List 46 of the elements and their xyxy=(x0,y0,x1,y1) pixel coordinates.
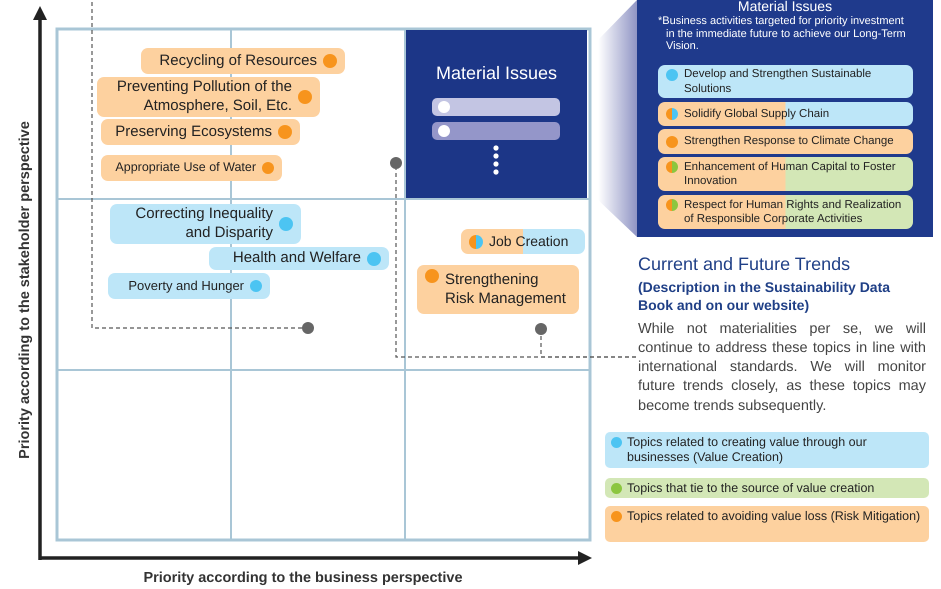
topic-label: Solidify Global Supply Chain xyxy=(684,106,830,122)
section-title: Current and Future Trends xyxy=(638,254,852,275)
legend-label: Topics that tie to the source of value creation xyxy=(627,481,874,496)
leader-line xyxy=(91,0,302,329)
topic-label: Appropriate Use of Water xyxy=(114,160,256,176)
material-issues-panel xyxy=(637,0,933,237)
topic-tag xyxy=(97,77,320,117)
topic-label: Enhancement of Human Capital to Foster Innovation xyxy=(684,160,897,188)
section-body: While not materialities per se, we will continue to address these topics in line with international standards. We will monitor future trends closely, as these topics may become trends subsequently. xyxy=(638,320,926,416)
topic-tag xyxy=(110,204,301,244)
marker-dot xyxy=(390,157,402,169)
topic-label: Recycling of Resources xyxy=(158,52,317,70)
panel-title: Material Issues xyxy=(736,0,834,14)
topic-label: Preventing Pollution of the Atmosphere, Soil, Etc. xyxy=(116,78,292,116)
axis-label: Priority according to the business perspective xyxy=(143,570,463,586)
topic-label: Respect for Human Rights and Realization of Responsible Corporate Activities xyxy=(684,198,902,226)
axis-label: Priority according to the stakeholder perspective xyxy=(17,121,33,459)
topic-tag xyxy=(658,157,913,191)
legend-label: Topics related to avoiding value loss (Risk Mitigation) xyxy=(627,509,920,524)
topic-tag xyxy=(658,102,913,126)
topic-label: Strengthening Risk Management xyxy=(445,270,567,308)
leader-line xyxy=(540,335,636,358)
highlight-panel xyxy=(406,30,587,198)
topic-label: Preserving Ecosystems xyxy=(114,122,272,142)
topic-tag xyxy=(101,119,300,145)
panel-note: *Business activities targeted for priority investment in the immediate future to achieve our Long-Term Vision. xyxy=(658,15,907,53)
topic-label: Poverty and Hunger xyxy=(127,278,244,294)
topic-label: Health and Welfare xyxy=(232,249,361,268)
marker-dot xyxy=(535,323,547,335)
topic-label: Develop and Strengthen Sustainable Solutions xyxy=(684,67,872,96)
marker-dot xyxy=(302,322,314,334)
topic-tag xyxy=(141,48,345,74)
topic-tag xyxy=(658,65,913,98)
topic-label: Job Creation xyxy=(489,232,570,250)
topic-label: Correcting Inequality and Disparity xyxy=(134,205,273,243)
topic-tag xyxy=(658,195,913,229)
panel-title: Material Issues xyxy=(436,63,558,84)
topic-tag xyxy=(461,229,585,254)
section-subtitle: (Description in the Sustainability Data Book and on our website) xyxy=(638,279,892,314)
topic-tag xyxy=(209,247,389,270)
topic-tag xyxy=(417,265,579,314)
topic-tag xyxy=(658,129,913,154)
topic-label: Strengthen Response to Climate Change xyxy=(684,134,895,149)
topic-tag xyxy=(101,155,282,181)
topic-tag xyxy=(108,273,270,299)
legend-label: Topics related to creating value through our businesses (Value Creation) xyxy=(627,435,868,465)
